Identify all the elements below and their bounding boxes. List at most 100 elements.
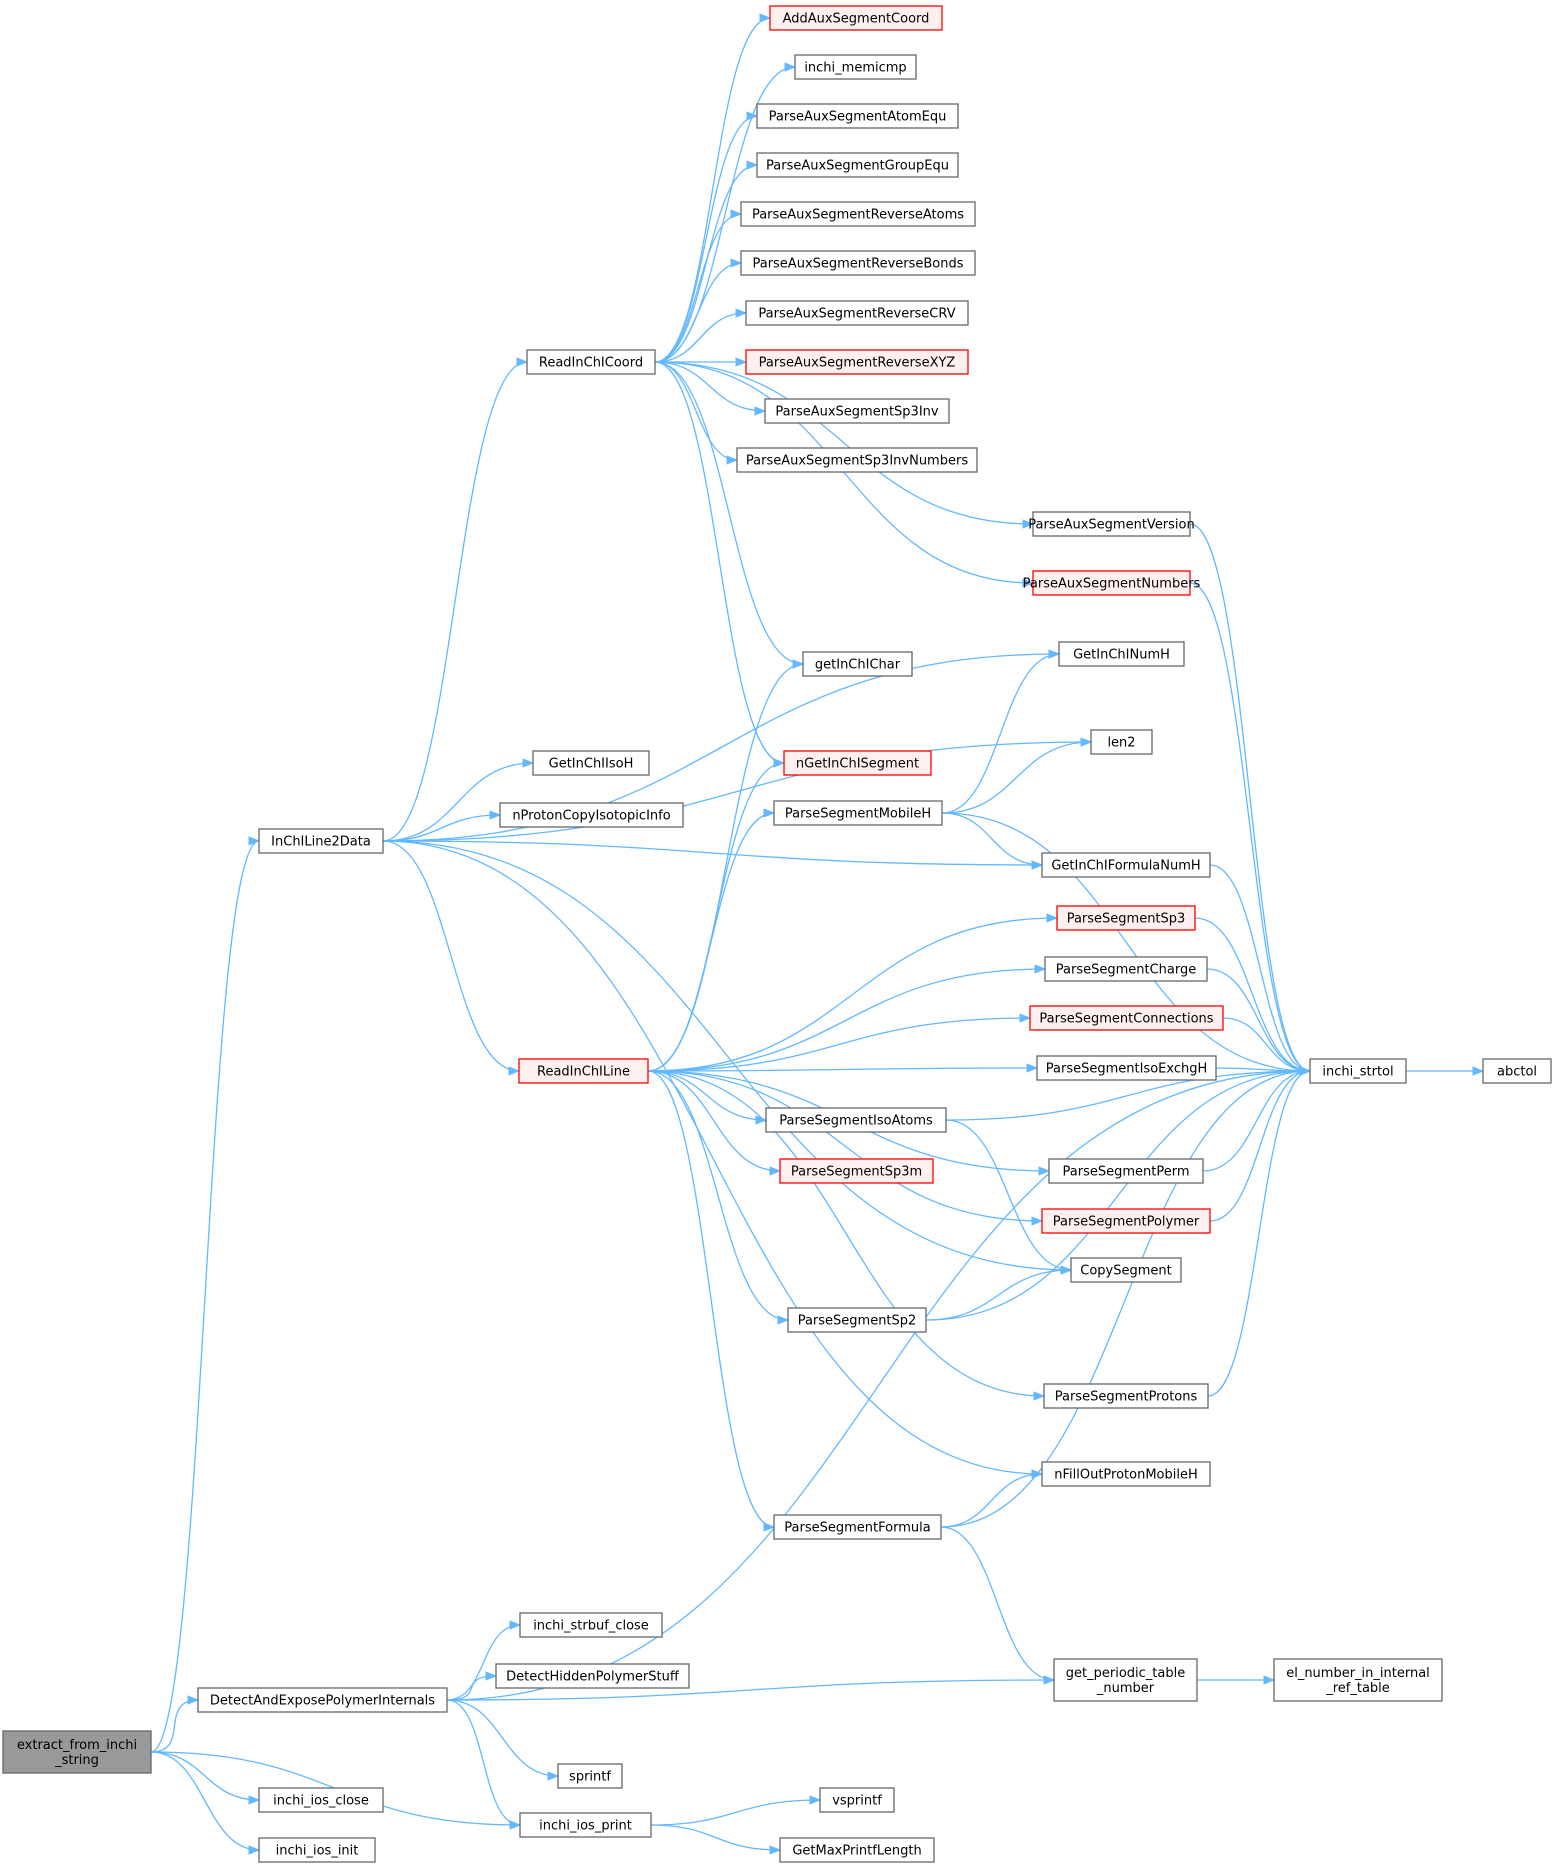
node-box[interactable]	[1273, 1658, 1443, 1702]
node-fillout[interactable]: nFillOutProtonMobileH	[1041, 1461, 1211, 1487]
node-mobileh[interactable]: ParseSegmentMobileH	[773, 800, 943, 826]
node-box[interactable]	[1036, 1055, 1217, 1081]
node-box[interactable]	[519, 1612, 663, 1638]
node-box[interactable]	[1309, 1058, 1407, 1084]
node-revatoms[interactable]: ParseAuxSegmentReverseAtoms	[740, 201, 976, 227]
node-box[interactable]	[197, 1687, 448, 1713]
node-periodic[interactable]: get_periodic_table_number	[1053, 1658, 1198, 1702]
node-readcoord[interactable]: ReadInChICoord	[526, 349, 656, 375]
node-box[interactable]	[779, 1158, 934, 1184]
node-box[interactable]	[1043, 1383, 1209, 1409]
node-box[interactable]	[1056, 905, 1196, 931]
node-box[interactable]	[787, 1307, 927, 1333]
node-box[interactable]	[740, 201, 976, 227]
node-box[interactable]	[756, 152, 959, 178]
node-isoatoms[interactable]: ParseSegmentIsoAtoms	[765, 1107, 947, 1133]
node-box[interactable]	[519, 1812, 652, 1838]
node-box[interactable]	[526, 349, 656, 375]
node-copyseg[interactable]: CopySegment	[1070, 1257, 1182, 1283]
node-ios_print[interactable]: inchi_ios_print	[519, 1812, 652, 1838]
node-revcrv[interactable]: ParseAuxSegmentReverseCRV	[745, 300, 969, 326]
node-box[interactable]	[532, 750, 650, 776]
node-box[interactable]	[1041, 1208, 1211, 1234]
node-charge[interactable]: ParseSegmentCharge	[1044, 956, 1208, 982]
node-getchar[interactable]: getInChIChar	[802, 651, 913, 677]
node-ios_init[interactable]: inchi_ios_init	[258, 1837, 376, 1863]
node-auxver[interactable]: ParseAuxSegmentVersion	[1028, 511, 1195, 537]
node-revxyz[interactable]: ParseAuxSegmentReverseXYZ	[745, 349, 969, 375]
node-box[interactable]	[756, 103, 959, 129]
node-box[interactable]	[1032, 511, 1191, 537]
node-box[interactable]	[1048, 1158, 1204, 1184]
node-atomequ[interactable]: ParseAuxSegmentAtomEqu	[756, 103, 959, 129]
node-memicmp[interactable]: inchi_memicmp	[794, 54, 917, 80]
node-box[interactable]	[769, 5, 943, 31]
node-box[interactable]	[2, 1730, 152, 1774]
node-sp2[interactable]: ParseSegmentSp2	[787, 1307, 927, 1333]
node-box[interactable]	[745, 300, 969, 326]
node-box[interactable]	[819, 1787, 895, 1813]
node-box[interactable]	[557, 1763, 623, 1789]
node-box[interactable]	[1058, 641, 1185, 667]
node-box[interactable]	[783, 750, 932, 776]
node-box[interactable]	[802, 651, 913, 677]
node-box[interactable]	[765, 1107, 947, 1133]
node-sprintf[interactable]: sprintf	[557, 1763, 623, 1789]
node-extract[interactable]: extract_from_inchi_string	[2, 1730, 152, 1774]
node-sp3inv[interactable]: ParseAuxSegmentSp3Inv	[764, 398, 950, 424]
node-len2[interactable]: len2	[1090, 729, 1153, 755]
node-strtol[interactable]: inchi_strtol	[1309, 1058, 1407, 1084]
node-box[interactable]	[1482, 1058, 1552, 1084]
node-sp3invnum[interactable]: ParseAuxSegmentSp3InvNumbers	[736, 447, 978, 473]
node-sp3m[interactable]: ParseSegmentSp3m	[779, 1158, 934, 1184]
node-sp3[interactable]: ParseSegmentSp3	[1056, 905, 1196, 931]
node-box[interactable]	[1032, 570, 1191, 596]
node-abctol[interactable]: abctol	[1482, 1058, 1552, 1084]
node-box[interactable]	[258, 828, 384, 854]
node-hidden[interactable]: DetectHiddenPolymerStuff	[495, 1663, 690, 1689]
node-box[interactable]	[1053, 1658, 1198, 1702]
node-box[interactable]	[773, 800, 943, 826]
node-box[interactable]	[1070, 1257, 1182, 1283]
node-ios_close[interactable]: inchi_ios_close	[258, 1787, 384, 1813]
node-box[interactable]	[773, 1514, 942, 1540]
node-box[interactable]	[258, 1787, 384, 1813]
node-protons[interactable]: ParseSegmentProtons	[1043, 1383, 1209, 1409]
node-strbuf_close[interactable]: inchi_strbuf_close	[519, 1612, 663, 1638]
node-nproton[interactable]: nProtonCopyIsotopicInfo	[499, 802, 684, 828]
node-elnum[interactable]: el_number_in_internal_ref_table	[1273, 1658, 1443, 1702]
node-isoexch[interactable]: ParseSegmentIsoExchgH	[1036, 1055, 1217, 1081]
node-box[interactable]	[779, 1837, 935, 1863]
node-readline[interactable]: ReadInChILine	[518, 1058, 649, 1084]
node-box[interactable]	[740, 250, 976, 276]
node-box[interactable]	[1041, 1461, 1211, 1487]
node-polymer[interactable]: ParseSegmentPolymer	[1041, 1208, 1211, 1234]
node-box[interactable]	[1090, 729, 1153, 755]
node-formnumh[interactable]: GetInChIFormulaNumH	[1041, 852, 1211, 878]
node-box[interactable]	[736, 447, 978, 473]
node-box[interactable]	[499, 802, 684, 828]
node-line2data[interactable]: InChILine2Data	[258, 828, 384, 854]
node-formula[interactable]: ParseSegmentFormula	[773, 1514, 942, 1540]
node-box[interactable]	[794, 54, 917, 80]
node-maxprintf[interactable]: GetMaxPrintfLength	[779, 1837, 935, 1863]
node-perm[interactable]: ParseSegmentPerm	[1048, 1158, 1204, 1184]
node-box[interactable]	[1044, 956, 1208, 982]
node-numh[interactable]: GetInChINumH	[1058, 641, 1185, 667]
node-box[interactable]	[1041, 852, 1211, 878]
node-box[interactable]	[518, 1058, 649, 1084]
node-box[interactable]	[495, 1663, 690, 1689]
node-box[interactable]	[745, 349, 969, 375]
node-detect[interactable]: DetectAndExposePolymerInternals	[197, 1687, 448, 1713]
node-conn[interactable]: ParseSegmentConnections	[1029, 1005, 1224, 1031]
node-groupequ[interactable]: ParseAuxSegmentGroupEqu	[756, 152, 959, 178]
node-ngetseg[interactable]: nGetInChISegment	[783, 750, 932, 776]
node-box[interactable]	[258, 1837, 376, 1863]
node-addaux[interactable]: AddAuxSegmentCoord	[769, 5, 943, 31]
node-isoh[interactable]: GetInChIIsoH	[532, 750, 650, 776]
node-box[interactable]	[764, 398, 950, 424]
node-vsprintf[interactable]: vsprintf	[819, 1787, 895, 1813]
node-box[interactable]	[1029, 1005, 1224, 1031]
node-auxnum[interactable]: ParseAuxSegmentNumbers	[1023, 570, 1201, 596]
node-revbonds[interactable]: ParseAuxSegmentReverseBonds	[740, 250, 976, 276]
